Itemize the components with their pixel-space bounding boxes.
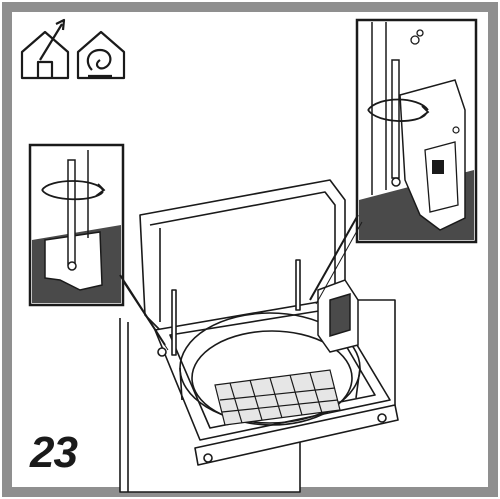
house-exhaust-icon — [20, 18, 70, 80]
duct-ring — [179, 312, 361, 426]
filter-grid — [214, 369, 341, 426]
step-number: 23 — [30, 428, 78, 477]
house-recirculation-icon — [76, 30, 126, 80]
right-detail-inset — [309, 18, 478, 305]
motor-box — [317, 279, 359, 353]
left-detail-inset — [28, 143, 169, 351]
